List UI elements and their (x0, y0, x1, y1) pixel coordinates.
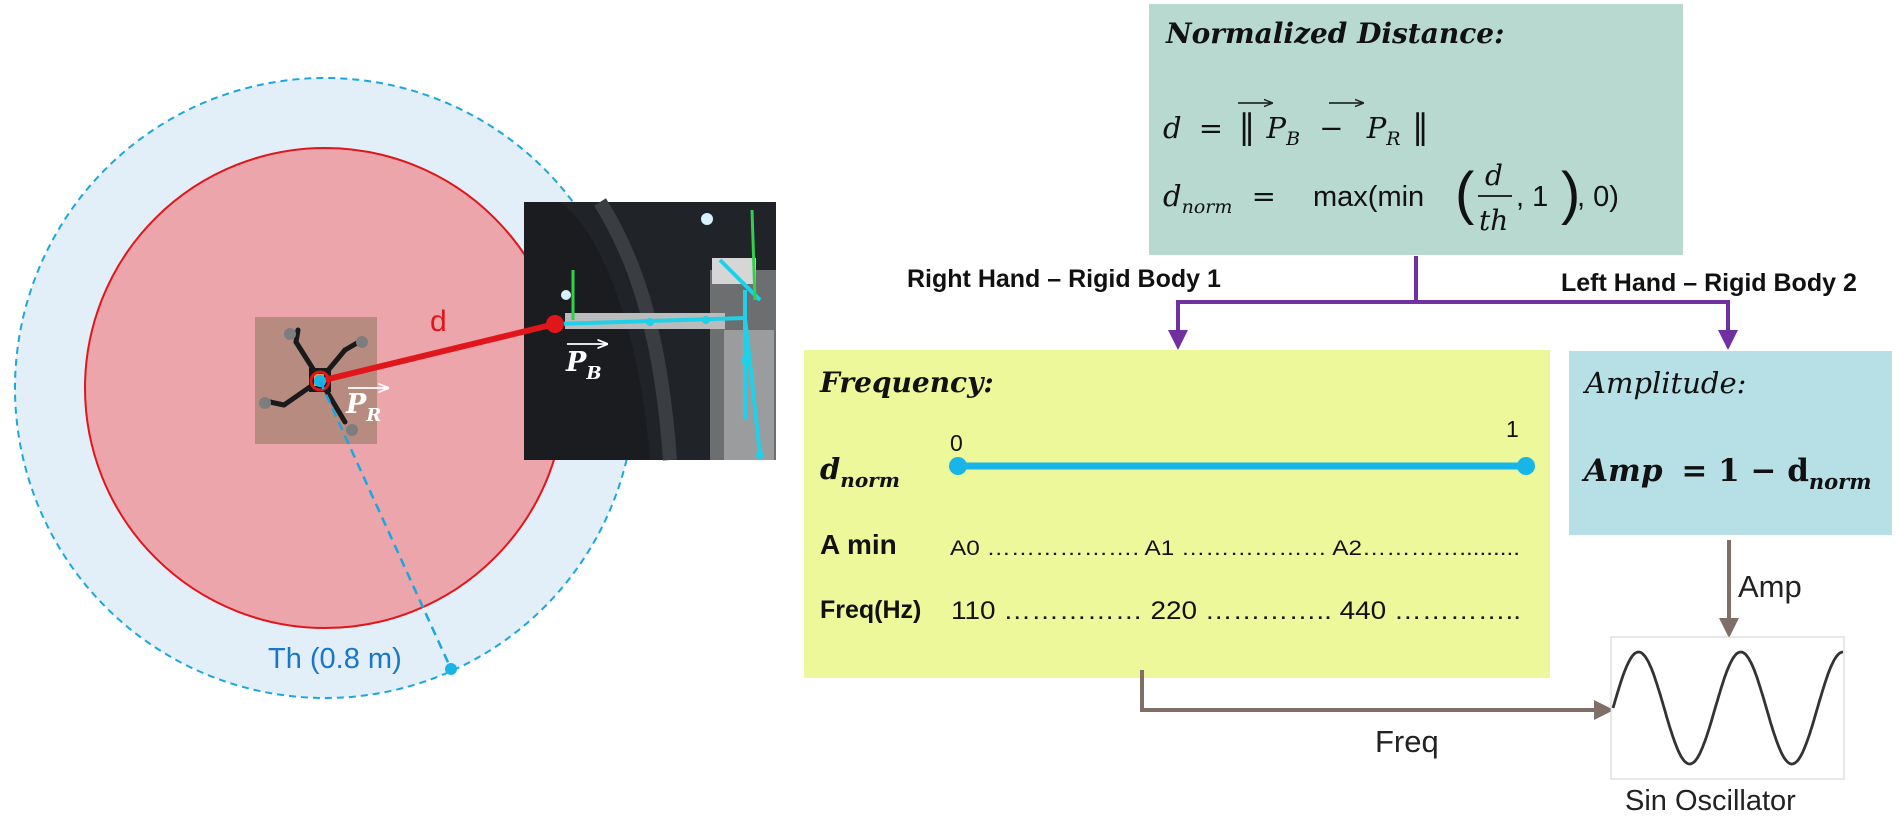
scale-max-label: 1 (1506, 416, 1519, 442)
branch-to-amplitude (1416, 300, 1738, 350)
threshold-point (445, 663, 457, 675)
distance-equation: d = ‖ PB − PR ‖ (1163, 103, 1429, 152)
dnorm-base: d (820, 452, 840, 486)
threshold-label: Th (0.8 m) (268, 643, 402, 675)
amp-eq-rest: = 1 − d (1681, 453, 1809, 489)
svg-text:PR: PR (345, 389, 381, 426)
left-hand-label: Left Hand – Rigid Body 2 (1561, 269, 1857, 297)
freq-label: Freq(Hz) (820, 596, 921, 624)
proximity-diagram: d Th (0.8 m) PR PB (14, 77, 776, 699)
oscillator-frame (1610, 636, 1845, 780)
branch-connectors (1168, 256, 1738, 350)
amp-eq-lhs: Amp (1581, 453, 1663, 489)
body-point (546, 315, 564, 333)
eq1-term2: P (1366, 111, 1387, 145)
oscillator-label: Sin Oscillator (1625, 785, 1796, 817)
eq2-lhs-sub: norm (1182, 196, 1233, 218)
right-hand-label: Right Hand – Rigid Body 1 (907, 265, 1221, 293)
normalized-distance-box: Normalized Distance: d = ‖ PB − PR ‖ dno… (1149, 4, 1683, 255)
distance-line (319, 321, 556, 384)
normalized-distance-title: Normalized Distance: (1165, 17, 1504, 50)
svg-text:Amp = 1 − dnorm: Amp = 1 − dnorm (1581, 453, 1871, 494)
svg-text:d = ‖: d = ‖ PB − PR ‖ (1163, 107, 1429, 152)
frequency-title: Frequency: (819, 366, 994, 399)
amp-signal-label: Amp (1738, 569, 1802, 604)
freq-signal-label: Freq (1375, 724, 1439, 759)
amplitude-title: Amplitude: (1582, 366, 1746, 400)
amin-values: A0 ………………. A1 ……………… A2…………......... (950, 537, 1520, 560)
eq2-paren-open: ( (1455, 161, 1474, 226)
normalized-equation: dnorm = max(min ( d th , 1 ) , 0) (1163, 159, 1619, 237)
eq2-frac-den: th (1479, 204, 1508, 237)
frequency-box: Frequency: dnorm 0 1 A min A0 ………………. A1… (804, 350, 1550, 678)
eq2-frac-num: d (1485, 159, 1503, 192)
dnorm-sub: norm (840, 468, 900, 492)
eq1-lhs: d (1163, 111, 1182, 145)
threshold-radius (318, 380, 453, 670)
eq2-equals: = (1252, 179, 1276, 213)
robot-vector-base: P (345, 389, 367, 420)
dnorm-scale-end (1517, 457, 1535, 475)
eq1-minus: − (1319, 111, 1343, 145)
amin-label: A min (820, 529, 897, 560)
eq1-close: ‖ (1412, 107, 1429, 147)
body-vector-label: PB (565, 344, 607, 384)
sin-oscillator: Sin Oscillator (1610, 636, 1845, 817)
freq-values: 110 …………… 220 ………….. 440 ………….. (951, 597, 1521, 625)
robot-marker-ring (309, 370, 331, 392)
sine-wave (1611, 650, 1844, 766)
scale-min-label: 0 (950, 430, 963, 456)
svg-text:PB: PB (565, 347, 602, 384)
distance-label: d (430, 305, 447, 338)
amp-eq-sub: norm (1809, 469, 1872, 494)
freq-arrow (1140, 670, 1614, 720)
branch-to-frequency (1168, 300, 1416, 350)
eq1-equals: = (1199, 111, 1223, 145)
svg-text:dnorm =: dnorm = (1163, 179, 1276, 220)
dnorm-scale-start (949, 457, 967, 475)
robot-vector-label: PR (345, 388, 388, 426)
eq2-tail: , 0) (1577, 181, 1619, 213)
body-tracking-image (524, 198, 776, 461)
eq2-rest: , 1 (1516, 181, 1548, 213)
eq2-paren-close: ) (1561, 161, 1580, 226)
eq1-open: ‖ (1238, 107, 1255, 147)
eq1-term2-sub: R (1385, 128, 1400, 150)
amplitude-box: Amplitude: Amp = 1 − dnorm (1569, 351, 1892, 535)
eq1-term1: P (1266, 111, 1287, 145)
eq2-lhs: d (1163, 179, 1182, 213)
body-vector-base: P (565, 347, 587, 378)
svg-text:dnorm: dnorm (820, 452, 900, 492)
robot-vector-sub: R (365, 405, 381, 426)
body-vector-sub: B (585, 363, 601, 384)
eq1-term1-sub: B (1285, 128, 1300, 150)
eq2-fn: max(min (1313, 181, 1424, 213)
